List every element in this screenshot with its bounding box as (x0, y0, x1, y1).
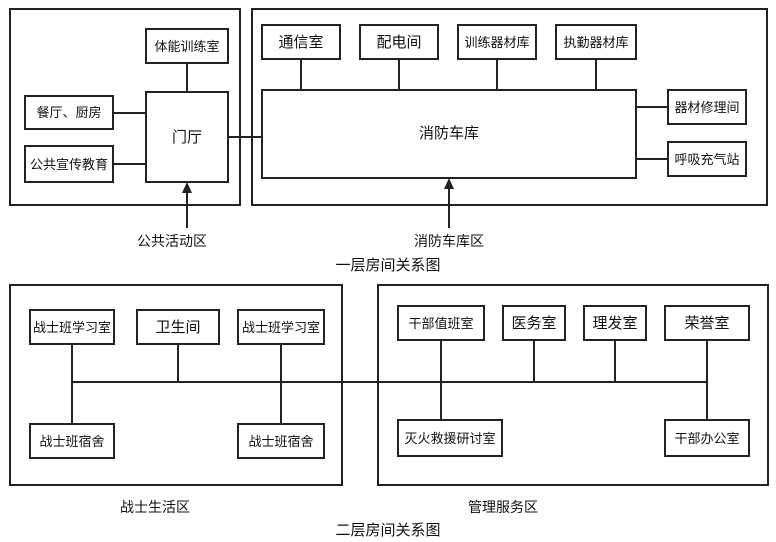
public-zone-arrowhead (182, 182, 192, 193)
room-study-1-label: 战士班学习室 (33, 320, 111, 336)
room-power-label: 配电间 (376, 33, 421, 51)
soldier-living-zone (9, 284, 343, 486)
room-dorm-2-label: 战士班宿舍 (248, 434, 313, 450)
management-service-zone (377, 284, 769, 486)
room-breathing-label: 呼吸充气站 (674, 152, 739, 168)
room-honor (664, 305, 750, 341)
room-honor-label: 荣誉室 (684, 314, 729, 332)
fire-garage-zone (251, 8, 768, 206)
room-barber-label: 理发室 (592, 314, 637, 332)
room-canteen (24, 95, 114, 130)
room-toilet-label: 卫生间 (155, 318, 200, 336)
garage-zone-label: 消防车库区 (414, 233, 484, 250)
room-cadre-duty (397, 305, 485, 341)
room-barber (583, 305, 647, 341)
room-breathing (667, 141, 747, 177)
public-zone-label: 公共活动区 (137, 234, 207, 250)
room-power (359, 24, 439, 60)
garage-zone-arrowhead (444, 178, 454, 189)
room-study-1 (29, 309, 115, 345)
room-canteen-label: 餐厅、厨房 (36, 105, 101, 121)
room-duty-store-label: 执勤器材库 (563, 35, 628, 51)
floor2-caption: 二层房间关系图 (335, 521, 440, 539)
room-dorm-1 (29, 423, 115, 459)
room-rescue-study-label: 灭火救援研讨室 (404, 431, 495, 447)
room-medical-label: 医务室 (511, 314, 556, 332)
mgmt-zone-label: 管理服务区 (468, 500, 538, 516)
room-lobby (145, 91, 229, 183)
room-repair-label: 器材修理间 (674, 101, 739, 116)
room-education-label: 公共宣传教育 (30, 157, 108, 173)
room-cadre-duty-label: 干部值班室 (408, 316, 473, 332)
room-cadre-office-label: 干部办公室 (674, 431, 739, 447)
room-training (145, 28, 229, 64)
room-toilet (136, 309, 220, 345)
room-fire-garage-label: 消防车库 (419, 124, 479, 142)
room-dorm-1-label: 战士班宿舍 (39, 434, 104, 450)
room-education (24, 145, 114, 183)
soldier-zone-label: 战士生活区 (120, 500, 190, 516)
room-training-store (457, 24, 537, 60)
room-study-2-label: 战士班学习室 (242, 320, 320, 336)
room-fire-garage (261, 89, 637, 179)
room-lobby-label: 门厅 (172, 128, 202, 146)
room-medical (502, 305, 566, 341)
room-training-label: 体能训练室 (154, 39, 219, 55)
public-activity-zone (9, 8, 241, 206)
room-rescue-study (397, 419, 503, 457)
floor1-caption: 一层房间关系图 (335, 256, 440, 274)
room-dorm-2 (237, 423, 325, 459)
room-comm-label: 通信室 (278, 33, 323, 51)
room-training-store-label: 训练器材库 (464, 35, 529, 51)
